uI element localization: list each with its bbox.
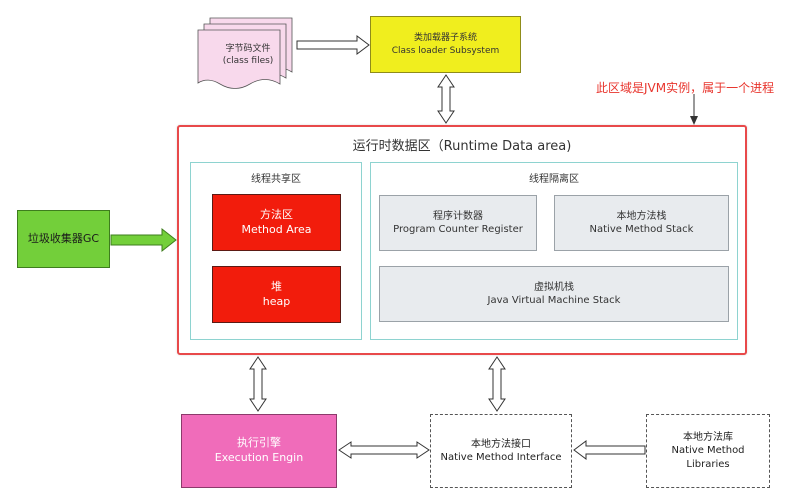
program-counter-register-box: 程序计数器 Program Counter Register: [379, 195, 537, 251]
arrow-exec-native-interface: [338, 441, 430, 459]
native-stack-label-en: Native Method Stack: [589, 224, 694, 235]
jvm-stack-label-cn: 虚拟机栈: [534, 281, 574, 293]
class-loader-label-cn: 类加载器子系统: [413, 33, 477, 44]
thread-isolated-region-title: 线程隔离区: [529, 174, 579, 185]
heap-box: 堆 heap: [212, 266, 341, 323]
native-interface-label-cn: 本地方法接口: [471, 438, 531, 450]
method-area-label-cn: 方法区: [260, 207, 293, 221]
class-files-label-cn: 字节码文件: [225, 43, 271, 54]
arrow-gc-to-runtime: [110, 227, 177, 253]
pc-register-label-en: Program Counter Register: [393, 224, 523, 235]
class-files-label: 字节码文件 (class files): [203, 40, 293, 70]
heap-label-en: heap: [262, 294, 291, 308]
native-libraries-label-cn: 本地方法库: [683, 431, 733, 443]
method-area-box: 方法区 Method Area: [212, 194, 341, 251]
arrow-runtime-exec: [249, 356, 267, 412]
thread-shared-region-title: 线程共享区: [251, 174, 301, 185]
runtime-data-area-title: 运行时数据区（Runtime Data area): [352, 139, 572, 154]
annotation-pointer-head: [690, 116, 698, 125]
native-method-stack-box: 本地方法栈 Native Method Stack: [554, 195, 729, 251]
native-stack-label-cn: 本地方法栈: [616, 210, 667, 222]
native-libraries-label-en-1: Native Method: [671, 445, 745, 457]
jvm-instance-annotation: 此区域是JVM实例，属于一个进程: [596, 81, 775, 95]
execution-engine-label-en: Execution Engin: [214, 451, 304, 464]
class-files-label-en: (class files): [222, 56, 274, 66]
class-loader-label-en: Class loader Subsystem: [391, 45, 500, 56]
arrow-classfiles-to-loader: [296, 35, 370, 55]
pc-register-label-cn: 程序计数器: [433, 210, 483, 222]
native-method-libraries-box: 本地方法库 Native Method Libraries: [646, 414, 770, 488]
native-libraries-label-en-2: Libraries: [686, 458, 730, 470]
garbage-collector-box: 垃圾收集器GC: [17, 210, 110, 268]
arrow-loader-runtime: [437, 74, 455, 124]
jvm-stack-box: 虚拟机栈 Java Virtual Machine Stack: [379, 266, 729, 322]
heap-label-cn: 堆: [271, 279, 282, 293]
execution-engine-box: 执行引擎 Execution Engin: [181, 414, 337, 488]
class-files-document-icon: [197, 17, 293, 89]
jvm-stack-label-en: Java Virtual Machine Stack: [487, 295, 621, 306]
arrow-libraries-to-interface: [573, 440, 646, 460]
native-interface-label-en: Native Method Interface: [440, 452, 562, 463]
native-method-interface-box: 本地方法接口 Native Method Interface: [430, 414, 572, 488]
execution-engine-label-cn: 执行引擎: [237, 436, 281, 450]
arrow-runtime-native-interface: [488, 356, 506, 412]
method-area-label-en: Method Area: [241, 222, 312, 236]
class-loader-subsystem-box: 类加载器子系统 Class loader Subsystem: [370, 16, 521, 73]
gc-label: 垃圾收集器GC: [27, 231, 100, 245]
